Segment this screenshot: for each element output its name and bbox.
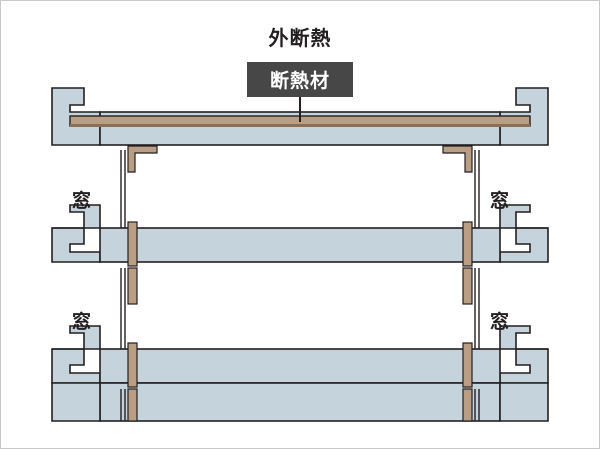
insulation-pad-floor2-right-lower (462, 267, 473, 305)
floor1-right-wing-top (499, 325, 548, 350)
insulation-pad-floor1-left (127, 342, 138, 388)
ground-slab-body (99, 382, 501, 422)
leader-line (299, 97, 301, 122)
floor2-left-wing (51, 227, 101, 263)
floor2-right-wing-top (499, 204, 548, 229)
floor-slab-1 (51, 325, 549, 384)
insulation-pad-floor2-left (127, 221, 138, 267)
ground-slab (51, 382, 549, 422)
floor1-left-wing-top (52, 325, 101, 350)
page-title: 外断熱 (268, 26, 332, 50)
floor1-right-wing (499, 348, 549, 384)
insulation-pad-roof-left (127, 145, 158, 173)
insulation-material-chip: 断熱材 (247, 62, 353, 97)
insulation-pad-floor1-right (462, 342, 473, 388)
ground-slab-right (499, 382, 549, 422)
floor2-slab (99, 227, 501, 263)
window-mullions (120, 150, 480, 421)
ground-slab-left (51, 382, 101, 422)
insulation-pad-floor2-right (462, 221, 473, 267)
insulation-pad-roof-right (442, 145, 473, 173)
window-label-lower-left: 窓 (72, 311, 92, 333)
insulation-board-roof-shadow (70, 124, 530, 127)
floor2-right-wing (499, 227, 549, 263)
floor-slab-2 (51, 204, 549, 263)
window-label-upper-left: 窓 (72, 190, 92, 212)
insulation-pad-floor1-right-lower (462, 388, 473, 422)
window-label-upper-right: 窓 (490, 190, 510, 212)
window-label-lower-right: 窓 (490, 311, 510, 333)
floor1-slab (99, 348, 501, 384)
insulation-pad-floor2-left-lower (127, 267, 138, 305)
insulation-pad-floor1-left-lower (127, 388, 138, 422)
floor2-left-wing-top (52, 204, 101, 229)
floor1-left-wing (51, 348, 101, 384)
edge-insulation-pads (127, 145, 473, 422)
